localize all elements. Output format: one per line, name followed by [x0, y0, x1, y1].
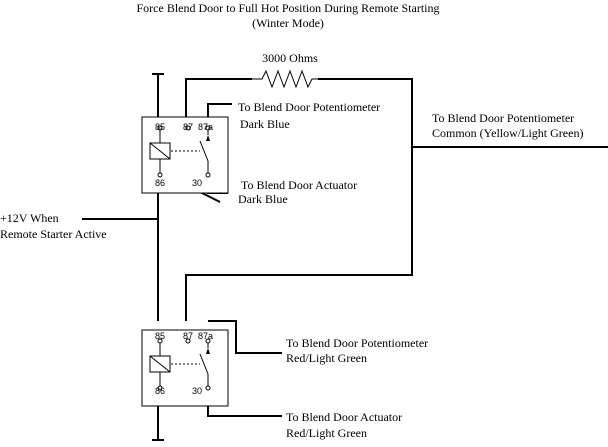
- label-12v-2: Remote Starter Active: [0, 227, 107, 241]
- relay-2-pin-87: 87: [183, 331, 193, 341]
- wire-resistor-to-pot-common: [185, 78, 413, 321]
- label-pot-common-2: Common (Yellow/Light Green): [432, 126, 583, 140]
- relay-1-pin-85: 85: [155, 122, 165, 132]
- relay-1-pin-87: 87: [183, 122, 193, 132]
- label-relay1-pot-2: Dark Blue: [240, 117, 290, 131]
- relay-2: 85 87 87a 86 30: [141, 329, 229, 407]
- label-pot-common-1: To Blend Door Potentiometer: [432, 111, 574, 125]
- label-relay2-pot-1: To Blend Door Potentiometer: [286, 336, 428, 350]
- relay-2-pin-86: 86: [155, 386, 165, 396]
- label-relay1-pot-1: To Blend Door Potentiometer: [238, 100, 380, 114]
- relay-1-pin-86: 86: [155, 178, 165, 188]
- relay-1-pin-30: 30: [192, 178, 202, 188]
- label-relay2-act-2: Red/Light Green: [286, 426, 367, 440]
- relay-2-pin-85: 85: [155, 331, 165, 341]
- relay-2-pin-30: 30: [192, 386, 202, 396]
- label-relay2-pot-2: Red/Light Green: [286, 351, 367, 365]
- relay-2-pin-87a: 87a: [198, 331, 213, 341]
- wire-relay2-87a-pot: [208, 320, 282, 354]
- resistor-symbol: [252, 69, 318, 89]
- label-relay1-act-2: Dark Blue: [238, 192, 288, 206]
- wire-relay2-30-actuator: [207, 403, 282, 417]
- label-relay2-act-1: To Blend Door Actuator: [286, 410, 402, 424]
- label-relay1-act-1: To Blend Door Actuator: [241, 178, 357, 192]
- relay-1: 85 87 87a 86 30: [141, 116, 229, 194]
- title-line-1: Force Blend Door to Full Hot Position Du…: [137, 1, 440, 15]
- wire-relay1-87-to-resistor: [185, 78, 252, 128]
- resistor-label: 3000 Ohms: [262, 51, 318, 65]
- label-12v-1: +12V When: [0, 211, 59, 225]
- title-line-2: (Winter Mode): [252, 16, 324, 30]
- relay-1-pin-87a: 87a: [198, 122, 213, 132]
